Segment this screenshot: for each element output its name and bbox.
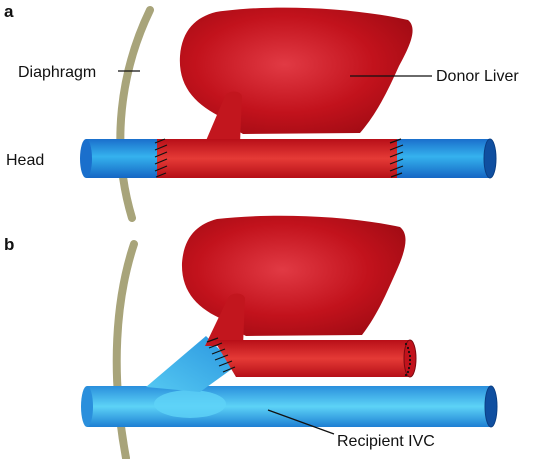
recipient-ivc-label: Recipient IVC <box>337 433 435 450</box>
diaphragm-curve-b <box>112 240 138 462</box>
head-label: Head <box>6 152 44 169</box>
panel-b: b <box>4 215 498 462</box>
suture-right-a <box>389 138 404 178</box>
donor-ivc-b <box>214 339 417 378</box>
ivc-leader-b <box>267 409 335 435</box>
diaphragm-label: Diaphragm <box>18 64 96 81</box>
donor-liver-label: Donor Liver <box>436 68 519 85</box>
hepatic-stalk-b <box>205 293 245 346</box>
suture-branch-b <box>206 337 236 373</box>
suture-lumen-b <box>404 342 412 377</box>
donor-liver-b <box>181 215 406 336</box>
hepatic-stalk-a <box>205 91 242 143</box>
donor-ivc-a <box>157 139 397 178</box>
panel-a: a <box>4 2 519 222</box>
panel-a-letter: a <box>4 2 14 21</box>
donor-liver-a <box>179 7 413 135</box>
ivc-branch-b <box>146 336 236 392</box>
ivc-tube-b <box>81 385 498 428</box>
panel-b-letter: b <box>4 235 14 254</box>
suture-left-a <box>154 138 168 178</box>
diaphragm-curve-a <box>116 6 154 222</box>
